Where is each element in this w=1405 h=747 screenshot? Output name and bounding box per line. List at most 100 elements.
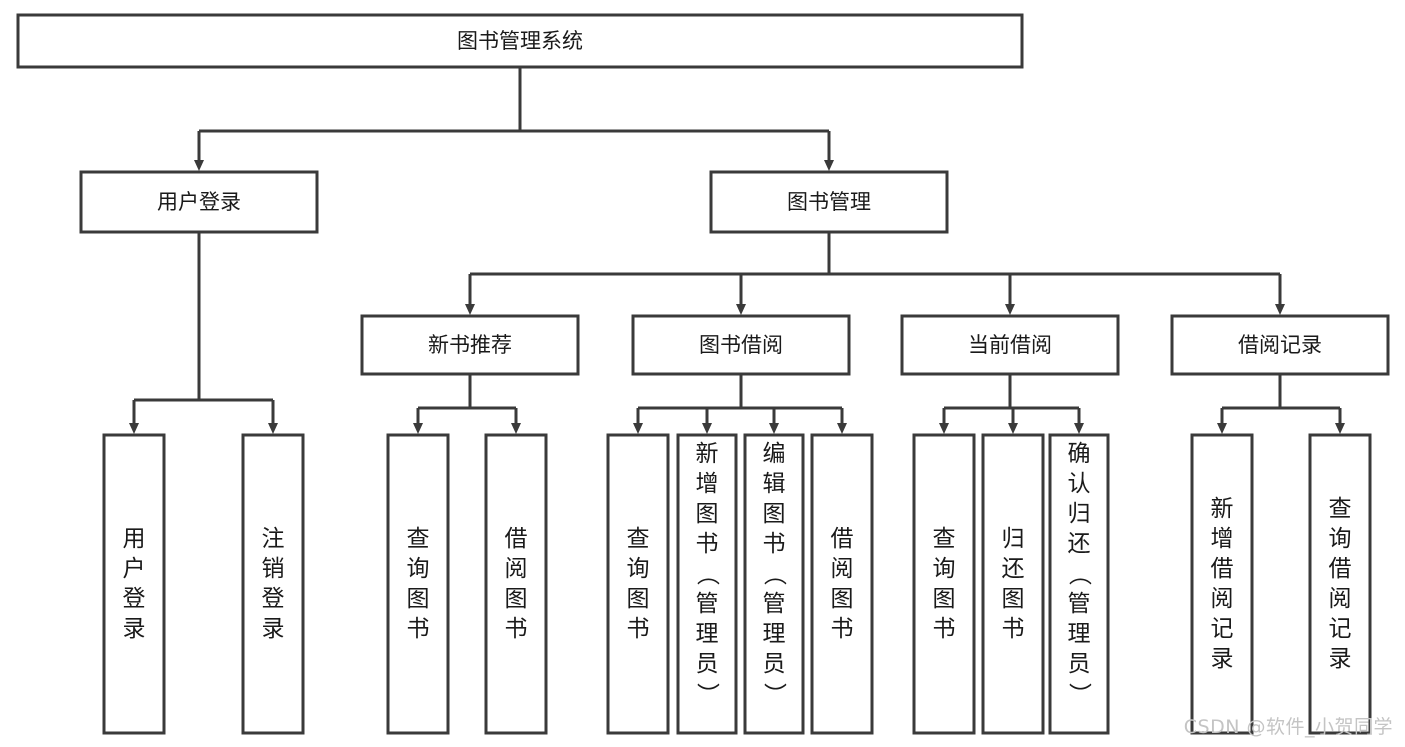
node-label-char: 录 xyxy=(1211,646,1234,672)
node-user-login[interactable]: 用户登录 xyxy=(79,170,319,234)
node-label-root: 图书管理系统 xyxy=(457,29,583,53)
node-box-new-book-recommend xyxy=(360,314,580,376)
node-label-char: 理 xyxy=(763,621,786,647)
node-label-char: 图 xyxy=(696,501,719,527)
node-label-char: 认 xyxy=(1068,471,1091,497)
node-box-leaf-borrow-book xyxy=(810,433,874,735)
node-label-char: 管 xyxy=(696,591,719,617)
node-label-char: 借 xyxy=(505,526,528,552)
node-box-leaf-query-book-current xyxy=(912,433,976,735)
node-label-book-borrow: 图书借阅 xyxy=(699,333,783,357)
node-label-char: 询 xyxy=(627,556,650,582)
node-box-leaf-query-book-recommend xyxy=(386,433,450,735)
node-label-char: ） xyxy=(761,683,787,706)
node-label-char: 增 xyxy=(1211,526,1234,552)
connectors-layer xyxy=(129,67,1345,434)
node-label-char: 图 xyxy=(763,501,786,527)
node-label-char: （ xyxy=(761,563,787,586)
node-label-char: 书 xyxy=(831,616,854,642)
node-label-char: 管 xyxy=(1068,591,1091,617)
nodes-layer: 图书管理系统用户登录图书管理新书推荐图书借阅当前借阅借阅记录用户登录注销登录查询… xyxy=(16,13,1390,735)
node-label-char: 还 xyxy=(1068,531,1091,557)
node-box-book-borrow xyxy=(631,314,851,376)
node-borrow-record[interactable]: 借阅记录 xyxy=(1170,314,1390,376)
node-label-char: 书 xyxy=(763,531,786,557)
node-box-leaf-user-logout xyxy=(241,433,305,735)
node-box-leaf-confirm-return xyxy=(1048,433,1110,735)
node-label-char: 书 xyxy=(407,616,430,642)
node-label-char: 记 xyxy=(1329,616,1352,642)
node-box-user-login xyxy=(79,170,319,234)
node-label-char: 书 xyxy=(696,531,719,557)
node-label-char: 书 xyxy=(627,616,650,642)
node-label-book-management: 图书管理 xyxy=(787,190,871,214)
node-label-borrow-record: 借阅记录 xyxy=(1238,333,1322,357)
node-label-char: 新 xyxy=(696,441,719,467)
node-label-char: 书 xyxy=(1002,616,1025,642)
node-box-leaf-return-book xyxy=(981,433,1045,735)
node-label-char: （ xyxy=(1066,563,1092,586)
node-label-new-book-recommend: 新书推荐 xyxy=(428,333,512,357)
node-label-char: 借 xyxy=(831,526,854,552)
node-label-char: 查 xyxy=(933,526,956,552)
node-label-char: 图 xyxy=(933,586,956,612)
node-box-leaf-query-borrow-record xyxy=(1308,433,1372,735)
node-label-char: 借 xyxy=(1211,556,1234,582)
node-label-char: 图 xyxy=(627,586,650,612)
node-label-char: 管 xyxy=(763,591,786,617)
node-label-char: 确 xyxy=(1068,441,1091,467)
node-label-char: 询 xyxy=(933,556,956,582)
node-label-char: 辑 xyxy=(763,471,786,497)
node-label-char: 用 xyxy=(123,526,146,552)
node-label-char: ） xyxy=(694,683,720,706)
node-label-char: 图 xyxy=(831,586,854,612)
node-leaf-user-login[interactable]: 用户登录 xyxy=(102,433,166,735)
node-label-char: 员 xyxy=(1068,651,1091,677)
node-book-borrow[interactable]: 图书借阅 xyxy=(631,314,851,376)
node-label-char: 书 xyxy=(933,616,956,642)
node-label-char: 询 xyxy=(1329,526,1352,552)
node-label-char: 归 xyxy=(1068,501,1091,527)
node-box-leaf-borrow-book-recommend xyxy=(484,433,548,735)
node-label-char: 录 xyxy=(123,616,146,642)
node-label-char: 借 xyxy=(1329,556,1352,582)
node-current-borrow[interactable]: 当前借阅 xyxy=(900,314,1120,376)
node-label-char: 图 xyxy=(505,586,528,612)
node-label-char: 图 xyxy=(1002,586,1025,612)
node-box-borrow-record xyxy=(1170,314,1390,376)
node-label-char: 理 xyxy=(1068,621,1091,647)
node-label-char: 理 xyxy=(696,621,719,647)
node-box-leaf-add-book xyxy=(676,433,738,735)
node-new-book-recommend[interactable]: 新书推荐 xyxy=(360,314,580,376)
node-label-char: 新 xyxy=(1211,496,1234,522)
node-label-char: 询 xyxy=(407,556,430,582)
node-label-char: 记 xyxy=(1211,616,1234,642)
node-label-char: 还 xyxy=(1002,556,1025,582)
node-label-char: 员 xyxy=(696,651,719,677)
node-book-management[interactable]: 图书管理 xyxy=(709,170,949,234)
node-label-char: （ xyxy=(694,563,720,586)
node-box-current-borrow xyxy=(900,314,1120,376)
node-label-char: 销 xyxy=(262,556,285,582)
node-label-char: 查 xyxy=(1329,496,1352,522)
node-box-leaf-edit-book xyxy=(743,433,805,735)
node-label-char: 查 xyxy=(407,526,430,552)
node-root[interactable]: 图书管理系统 xyxy=(16,13,1024,69)
node-label-char: 户 xyxy=(123,556,146,582)
node-label-char: 录 xyxy=(1329,646,1352,672)
node-label-char: 登 xyxy=(262,586,285,612)
